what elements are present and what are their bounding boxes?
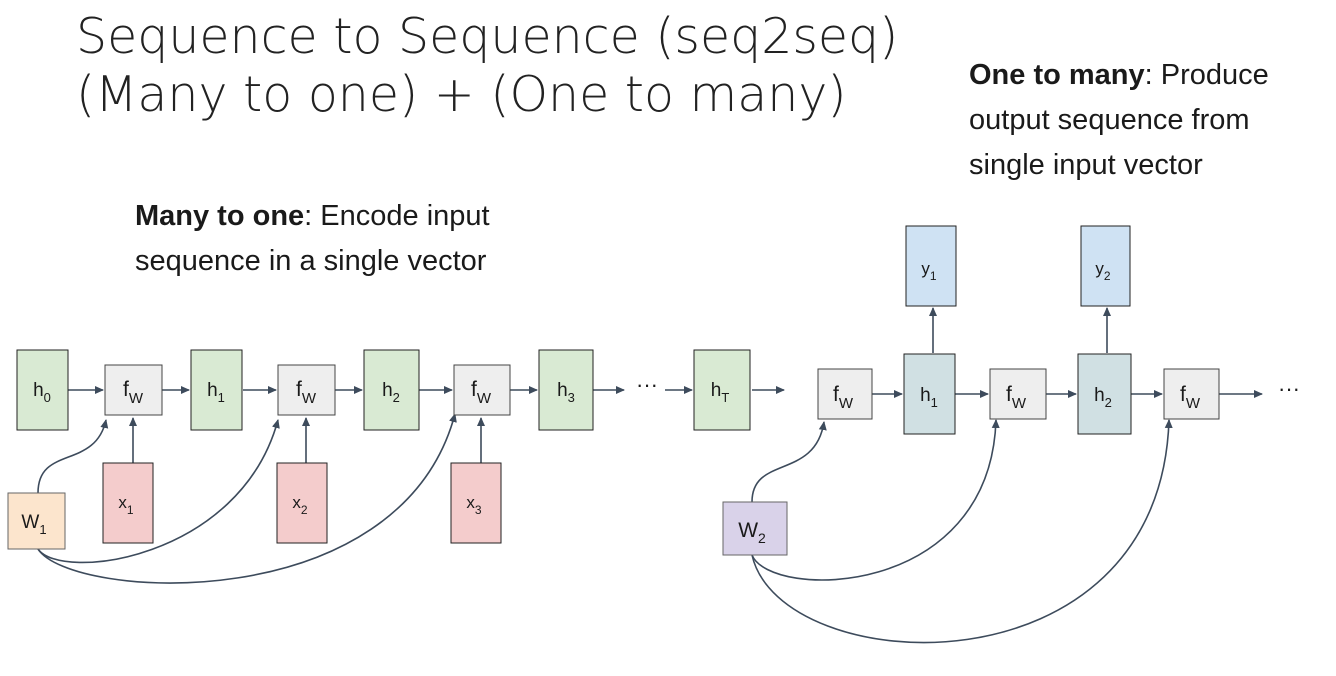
dec-h2-base: h xyxy=(1094,385,1105,406)
decoder-fw-node-2: fW xyxy=(989,368,1047,420)
x1-sub: 1 xyxy=(127,503,134,517)
svg-text:h2: h2 xyxy=(382,380,400,405)
title-line-1: Sequence to Sequence (seq2seq) xyxy=(76,8,899,65)
enc-h3-base: h xyxy=(557,380,568,401)
h0-base: h xyxy=(33,380,44,401)
many-to-one-caption-bold: Many to one xyxy=(135,200,305,232)
enc-hT-sub: T xyxy=(721,390,729,405)
dec-f3-base: f xyxy=(1180,383,1186,406)
many-to-one-caption: Many to one: Encode input sequence in a … xyxy=(135,194,605,284)
w1-weight-arrows xyxy=(37,413,457,584)
enc-f1-base: f xyxy=(123,378,129,401)
svg-text:hT: hT xyxy=(711,380,730,405)
encoder-x2-node: x2 xyxy=(276,462,328,544)
w2-sub: 2 xyxy=(758,530,766,546)
svg-text:fW: fW xyxy=(1180,383,1201,412)
w2-base: W xyxy=(738,519,758,542)
dec-f3-sub: W xyxy=(1186,395,1201,412)
decoder-h2-node: h2 xyxy=(1077,353,1132,435)
svg-text:fW: fW xyxy=(123,378,144,407)
one-to-many-caption-bold: One to many xyxy=(969,59,1145,91)
svg-text:y2: y2 xyxy=(1095,259,1111,283)
enc-h2-base: h xyxy=(382,380,393,401)
enc-f2-base: f xyxy=(296,378,302,401)
enc-f3-sub: W xyxy=(477,390,492,407)
enc-h2-sub: 2 xyxy=(393,390,400,405)
svg-text:x2: x2 xyxy=(292,493,308,517)
decoder-arrows xyxy=(872,307,1263,398)
svg-text:x3: x3 xyxy=(466,493,482,517)
w1-base: W xyxy=(21,512,39,533)
encoder-hT-node: hT xyxy=(693,349,751,431)
enc-f1-sub: W xyxy=(129,390,144,407)
encoder-h2-node: h2 xyxy=(363,349,420,431)
dec-h1-base: h xyxy=(920,385,931,406)
encoder-x1-node: x1 xyxy=(102,462,154,544)
x3-base: x xyxy=(466,493,475,512)
encoder-w1-node: W1 xyxy=(7,492,66,550)
dec-f2-sub: W xyxy=(1012,395,1027,412)
encoder-fw-node-1: fW xyxy=(104,364,163,416)
svg-text:fW: fW xyxy=(471,378,492,407)
svg-text:h1: h1 xyxy=(207,380,225,405)
decoder-fw-node-1: fW xyxy=(817,368,873,420)
title-line-2: (Many to one) + (One to many) xyxy=(76,66,847,123)
svg-text:fW: fW xyxy=(1006,383,1027,412)
dec-f1-sub: W xyxy=(839,395,854,412)
svg-text:y1: y1 xyxy=(921,259,937,283)
enc-h3-sub: 3 xyxy=(568,390,575,405)
svg-text:h1: h1 xyxy=(920,385,938,410)
x2-sub: 2 xyxy=(301,503,308,517)
decoder-y2-node: y2 xyxy=(1080,225,1131,307)
dec-h2-sub: 2 xyxy=(1105,395,1112,410)
enc-hT-base: h xyxy=(711,380,722,401)
y1-base: y xyxy=(921,259,930,278)
svg-text:h2: h2 xyxy=(1094,385,1112,410)
x1-base: x xyxy=(118,493,127,512)
encoder-h3-node: h3 xyxy=(538,349,594,431)
encoder-fw-node-3: fW xyxy=(453,364,511,416)
dec-f1-base: f xyxy=(833,383,839,406)
encoder-x3-node: x3 xyxy=(450,462,502,544)
decoder-y1-node: y1 xyxy=(905,225,957,307)
one-to-many-caption: One to many: Produce output sequence fro… xyxy=(969,53,1329,188)
w1-sub: 1 xyxy=(39,522,46,537)
svg-text:h0: h0 xyxy=(33,380,51,405)
encoder-h0-node: h0 xyxy=(16,349,69,431)
encoder-arrows xyxy=(68,386,785,463)
svg-text:x1: x1 xyxy=(118,493,134,517)
encoder-fw-node-2: fW xyxy=(277,364,336,416)
decoder-fw-node-3: fW xyxy=(1163,368,1220,420)
y2-sub: 2 xyxy=(1104,269,1111,283)
dec-f2-base: f xyxy=(1006,383,1012,406)
many-to-one-caption-text: : Encode input sequence in a single vect… xyxy=(135,200,490,277)
slide-title: Sequence to Sequence (seq2seq) (Many to … xyxy=(76,8,898,124)
svg-text:W2: W2 xyxy=(738,519,766,546)
decoder-h1-node: h1 xyxy=(903,353,956,435)
enc-h1-sub: 1 xyxy=(218,390,225,405)
svg-text:fW: fW xyxy=(296,378,317,407)
encoder-h1-node: h1 xyxy=(190,349,243,431)
enc-f3-base: f xyxy=(471,378,477,401)
w2-weight-arrows xyxy=(751,419,1173,644)
y2-base: y xyxy=(1095,259,1104,278)
svg-text:W1: W1 xyxy=(21,512,46,537)
h0-sub: 0 xyxy=(44,390,51,405)
encoder-ellipsis: ··· xyxy=(636,372,658,397)
decoder-w2-node: W2 xyxy=(722,501,788,556)
x2-base: x xyxy=(292,493,301,512)
svg-text:fW: fW xyxy=(833,383,854,412)
decoder-ellipsis: ··· xyxy=(1278,376,1300,401)
x3-sub: 3 xyxy=(475,503,482,517)
dec-h1-sub: 1 xyxy=(931,395,938,410)
enc-h1-base: h xyxy=(207,380,218,401)
y1-sub: 1 xyxy=(930,269,937,283)
one-to-many-caption-text: : Produce output sequence from single in… xyxy=(969,59,1269,181)
svg-text:h3: h3 xyxy=(557,380,575,405)
enc-f2-sub: W xyxy=(302,390,317,407)
